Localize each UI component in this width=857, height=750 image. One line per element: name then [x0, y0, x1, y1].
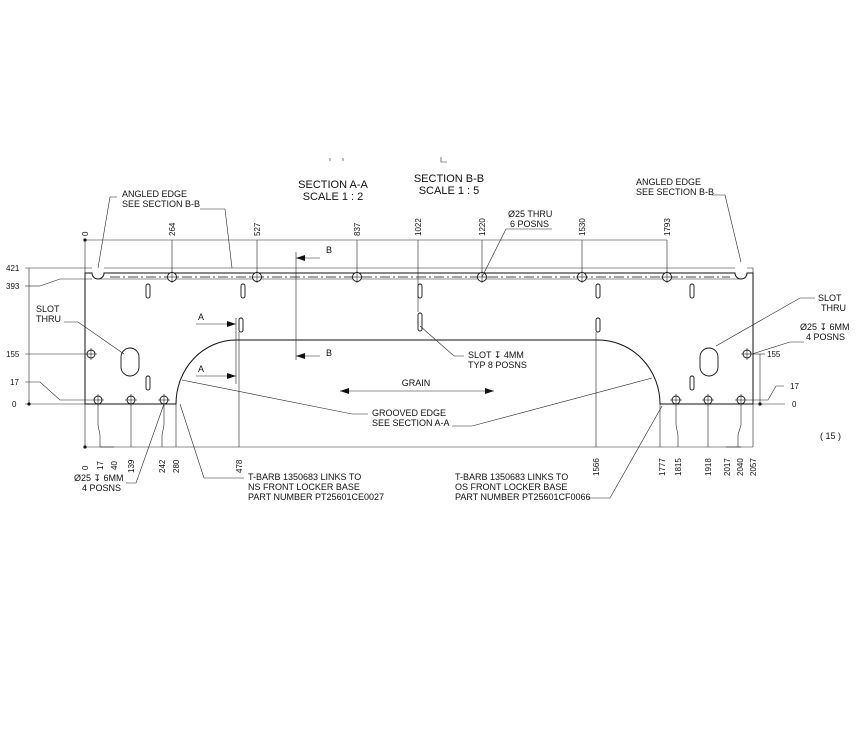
- slot-thru-left: [120, 347, 140, 377]
- dim-bottom-1777: 1777: [658, 458, 667, 476]
- dim-left-0: 0: [12, 400, 17, 409]
- bottom-dimension-chain: 0 17 40 139 242 280 478 1566 1777 1815 1…: [81, 332, 758, 476]
- section-a-label: SECTION A-A SCALE 1 : 2: [298, 179, 368, 203]
- dim-right-155: 155: [767, 350, 781, 359]
- note-holes-top: Ø25 THRU 6 POSNS: [481, 209, 552, 278]
- dim-top-1220: 1220: [478, 218, 487, 236]
- left-dimension-chain: 421 393 155 17 0: [6, 264, 92, 409]
- note-angled-edge-left: ANGLED EDGE SEE SECTION B-B: [97, 189, 233, 269]
- dim-right-17: 17: [790, 382, 799, 391]
- svg-text:NS FRONT LOCKER BASE: NS FRONT LOCKER BASE: [248, 482, 360, 492]
- section-a-scale: SCALE 1 : 2: [303, 191, 364, 203]
- dim-bottom-242: 242: [158, 459, 167, 473]
- dim-bottom-17: 17: [96, 461, 105, 470]
- dim-bottom-1815: 1815: [674, 458, 683, 476]
- dim-bottom-2057: 2057: [749, 458, 758, 476]
- dim-bottom-280: 280: [172, 459, 181, 473]
- note-slot-right: SLOT THRU: [715, 293, 846, 347]
- svg-text:SEE SECTION B-B: SEE SECTION B-B: [122, 199, 200, 209]
- dim-top-0: 0: [81, 231, 90, 236]
- note-slot-mid: SLOT ↧ 4MM TYP 8 POSNS: [419, 325, 527, 370]
- section-a-mark-bottom: A: [198, 364, 204, 374]
- side-holes: [85, 348, 753, 360]
- svg-text:Ø25 ↧ 6MM: Ø25 ↧ 6MM: [74, 473, 124, 483]
- dim-bottom-139: 139: [127, 459, 136, 473]
- svg-text:ANGLED EDGE: ANGLED EDGE: [636, 177, 701, 187]
- stray-marks: [329, 157, 447, 163]
- dim-bottom-478: 478: [235, 459, 244, 473]
- dim-top-837: 837: [353, 222, 362, 236]
- svg-text:T-BARB 1350683 LINKS TO: T-BARB 1350683 LINKS TO: [248, 472, 361, 482]
- svg-text:THRU: THRU: [821, 303, 846, 313]
- svg-text:PART NUMBER PT25601CE0027: PART NUMBER PT25601CE0027: [248, 492, 384, 502]
- note-holes-right: Ø25 ↧ 6MM 4 POSNS: [751, 322, 850, 355]
- dim-top-527: 527: [253, 222, 262, 236]
- svg-text:4 POSNS: 4 POSNS: [806, 332, 845, 342]
- section-b-label: SECTION B-B SCALE 1 : 5: [414, 173, 484, 197]
- section-b-scale: SCALE 1 : 5: [419, 185, 480, 197]
- dim-bottom-2017: 2017: [723, 458, 732, 476]
- svg-text:SEE SECTION A-A: SEE SECTION A-A: [372, 418, 450, 428]
- grain-label: GRAIN: [402, 378, 431, 388]
- dim-bottom-2040: 2040: [736, 458, 745, 476]
- svg-text:SLOT: SLOT: [36, 304, 60, 314]
- note-angled-edge-right: ANGLED EDGE SEE SECTION B-B: [636, 177, 742, 263]
- dim-left-17: 17: [10, 378, 19, 387]
- bottom-holes: [92, 394, 747, 406]
- note-tbarb-right: T-BARB 1350683 LINKS TO OS FRONT LOCKER …: [455, 405, 663, 502]
- dim-bottom-40: 40: [110, 461, 119, 470]
- dim-right-0: 0: [792, 400, 797, 409]
- section-a-title: SECTION A-A: [298, 179, 368, 191]
- section-b-mark-top: B: [326, 245, 332, 255]
- svg-text:6 POSNS: 6 POSNS: [510, 219, 549, 229]
- svg-text:SLOT: SLOT: [818, 293, 842, 303]
- section-a-cut: A A: [196, 312, 237, 384]
- dim-top-1530: 1530: [578, 218, 587, 236]
- svg-text:SEE SECTION B-B: SEE SECTION B-B: [636, 187, 714, 197]
- svg-text:SLOT ↧ 4MM: SLOT ↧ 4MM: [468, 350, 524, 360]
- dim-left-155: 155: [6, 350, 20, 359]
- dim-top-1793: 1793: [663, 218, 672, 236]
- section-b-cut: B B: [295, 245, 332, 360]
- note-tbarb-left: T-BARB 1350683 LINKS TO NS FRONT LOCKER …: [179, 403, 384, 502]
- svg-text:ANGLED EDGE: ANGLED EDGE: [122, 189, 187, 199]
- small-slots: [145, 283, 695, 391]
- dim-top-1022: 1022: [414, 218, 423, 236]
- section-b-title: SECTION B-B: [414, 173, 484, 185]
- top-holes: [166, 271, 673, 283]
- note-slot-left: SLOT THRU: [36, 304, 125, 355]
- dim-left-421: 421: [6, 264, 20, 273]
- dim-bottom-0: 0: [81, 465, 90, 470]
- svg-text:PART NUMBER PT25601CF0066: PART NUMBER PT25601CF0066: [455, 492, 591, 502]
- dim-top-264: 264: [168, 222, 177, 236]
- item-number: ( 15 ): [820, 431, 841, 441]
- svg-text:Ø25 THRU: Ø25 THRU: [508, 209, 552, 219]
- note-grooved-edge: GROOVED EDGE SEE SECTION A-A: [181, 377, 653, 428]
- dim-bottom-1566: 1566: [592, 458, 601, 476]
- note-holes-bottom-left: Ø25 ↧ 6MM 4 POSNS: [74, 403, 165, 493]
- panel-outline: [84, 272, 754, 405]
- right-dimension-chain: 155 17 0: [747, 350, 799, 409]
- top-dimension-chain: 0 264 527 837 1022 1220 1530 1793: [81, 218, 672, 312]
- dim-bottom-1918: 1918: [704, 458, 713, 476]
- svg-text:GROOVED EDGE: GROOVED EDGE: [372, 408, 446, 418]
- grain-arrow: GRAIN: [340, 378, 494, 394]
- svg-text:T-BARB 1350683 LINKS TO: T-BARB 1350683 LINKS TO: [455, 472, 568, 482]
- svg-text:THRU: THRU: [36, 314, 61, 324]
- svg-text:OS FRONT LOCKER BASE: OS FRONT LOCKER BASE: [455, 482, 567, 492]
- slot-thru-right: [699, 347, 719, 377]
- svg-text:4 POSNS: 4 POSNS: [82, 483, 121, 493]
- dim-left-393: 393: [6, 282, 20, 291]
- svg-text:TYP 8 POSNS: TYP 8 POSNS: [468, 360, 527, 370]
- section-b-mark-bottom: B: [326, 348, 332, 358]
- section-a-mark-top: A: [198, 312, 204, 322]
- svg-text:Ø25 ↧ 6MM: Ø25 ↧ 6MM: [800, 322, 850, 332]
